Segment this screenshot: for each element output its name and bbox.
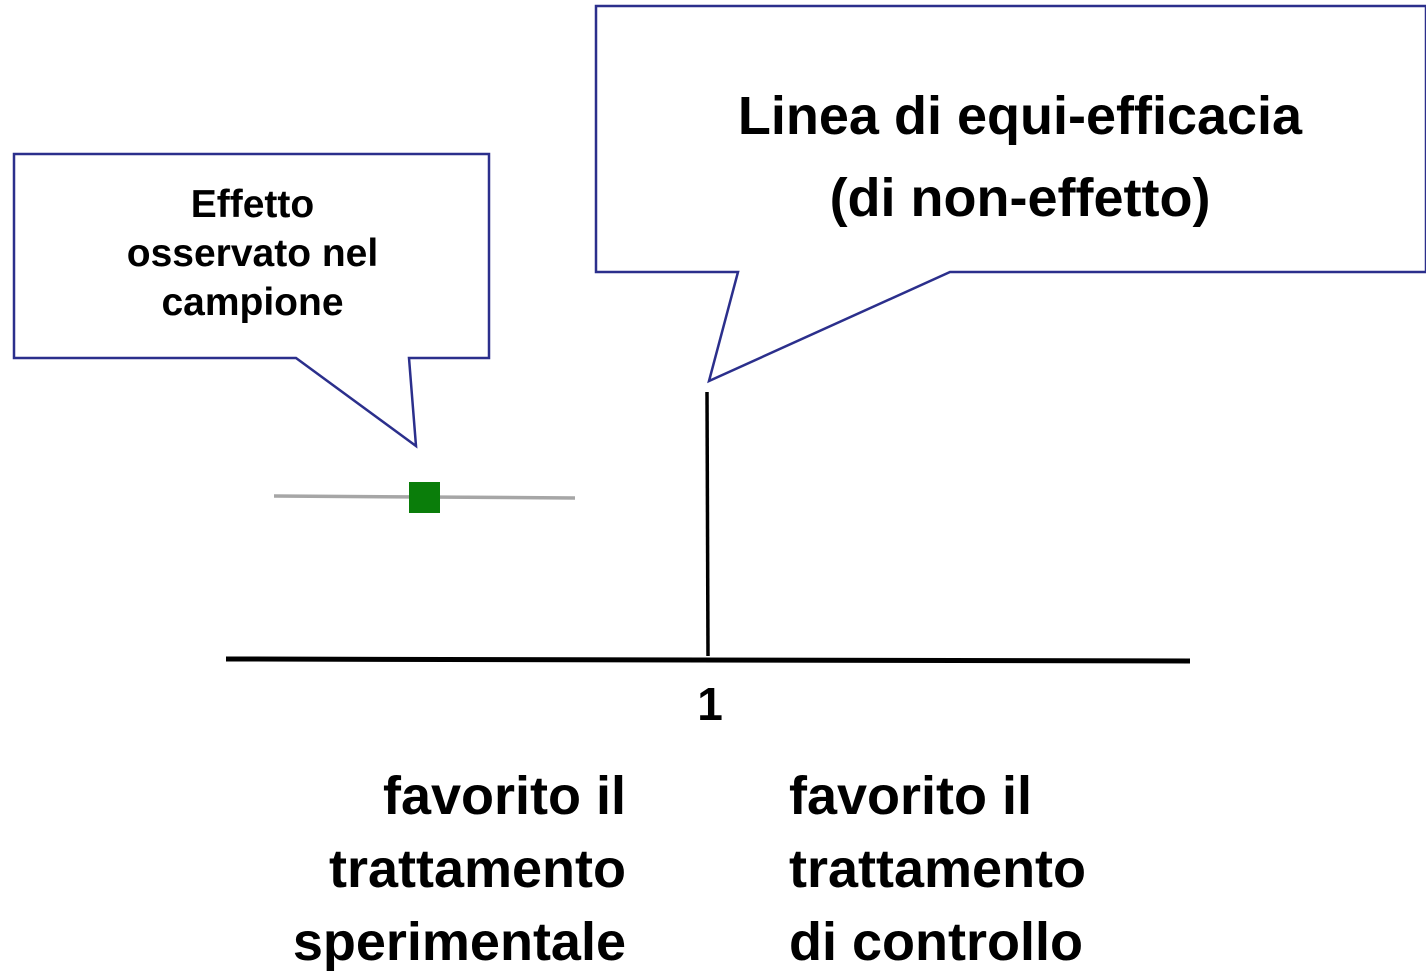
left-side-line: trattamento xyxy=(328,839,626,899)
left-side-label: favorito il trattamento sperimentale xyxy=(150,760,626,979)
right-side-line: di controllo xyxy=(789,912,1083,972)
callout-effect-line: campione xyxy=(161,281,344,324)
callout-line-line: (di non-effetto) xyxy=(829,168,1211,228)
left-side-line: favorito il xyxy=(382,766,626,826)
no-effect-line xyxy=(705,391,710,657)
horizontal-axis xyxy=(225,656,1191,664)
right-side-line: trattamento xyxy=(789,839,1087,899)
callout-effect-shape xyxy=(12,152,491,449)
observed-effect-marker xyxy=(409,482,440,513)
callout-effect-line: osservato nel xyxy=(126,232,379,275)
callout-line-line: Linea di equi-efficacia xyxy=(737,86,1303,146)
callout-line-shape xyxy=(594,4,1426,384)
callout-effect-text: Effetto osservato nel campione xyxy=(60,180,445,327)
left-side-line: sperimentale xyxy=(292,912,626,972)
right-side-line: favorito il xyxy=(789,766,1033,826)
axis-tick-label: 1 xyxy=(697,678,723,730)
callout-line-text: Linea di equi-efficacia (di non-effetto) xyxy=(640,75,1400,239)
callout-effect-line: Effetto xyxy=(190,183,315,226)
right-side-label: favorito il trattamento di controllo xyxy=(789,760,1349,979)
